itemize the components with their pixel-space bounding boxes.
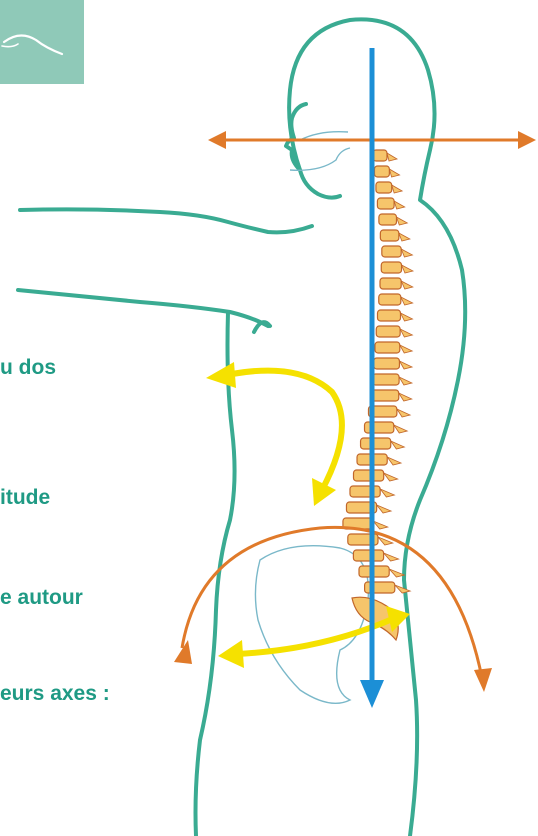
vertebra: [376, 182, 392, 193]
spinous-process: [401, 249, 412, 257]
label-line-3: e autour: [0, 586, 83, 610]
label-line-2: itude: [0, 486, 50, 510]
spinous-process: [380, 489, 394, 497]
label-line-4: eurs axes :: [0, 682, 110, 706]
spinous-process: [401, 313, 413, 321]
vertebra: [379, 294, 401, 305]
pelvis: [255, 132, 368, 704]
vertebra: [380, 278, 401, 289]
vertebra: [382, 246, 401, 257]
vertebra: [374, 166, 389, 177]
spinous-process: [395, 585, 410, 593]
spinous-process: [384, 473, 398, 481]
spinous-process: [377, 505, 391, 513]
vertebra: [365, 582, 395, 593]
spinous-process: [389, 569, 404, 577]
vertebra: [380, 230, 399, 241]
spinous-process: [399, 361, 412, 369]
vertebra: [350, 486, 380, 497]
spinous-process: [397, 409, 410, 417]
vertebra: [374, 358, 400, 369]
spinous-process: [402, 265, 413, 273]
spinous-process: [373, 521, 388, 529]
spinous-process: [391, 441, 405, 449]
vertebra: [371, 390, 399, 401]
spinous-process: [387, 457, 401, 465]
vertebra: [381, 262, 401, 273]
spinous-process: [394, 425, 407, 433]
vertebra: [378, 310, 401, 321]
flexion-yellow-arrow: [206, 362, 342, 506]
vertebra: [377, 198, 394, 209]
spinous-process: [399, 233, 410, 241]
vertebra: [373, 150, 387, 161]
spinous-process: [399, 393, 412, 401]
vertebra: [376, 326, 400, 337]
vertebra: [353, 550, 383, 561]
vertebra: [379, 214, 397, 225]
label-line-1: u dos: [0, 356, 56, 380]
vertebra: [373, 374, 400, 385]
spinous-process: [400, 345, 412, 353]
spinous-process: [396, 217, 407, 225]
spinous-process: [400, 329, 412, 337]
spinous-process: [399, 377, 412, 385]
spinous-process: [384, 553, 399, 561]
spinous-process: [401, 281, 413, 289]
spine: [343, 150, 413, 640]
spinous-process: [389, 169, 399, 177]
spinous-process: [387, 153, 397, 161]
vertebra: [354, 470, 384, 481]
spinous-process: [392, 185, 402, 193]
vertebra: [375, 342, 400, 353]
spinous-process: [394, 201, 405, 209]
vertebra: [365, 422, 394, 433]
spinous-process: [401, 297, 413, 305]
vertebra: [361, 438, 391, 449]
